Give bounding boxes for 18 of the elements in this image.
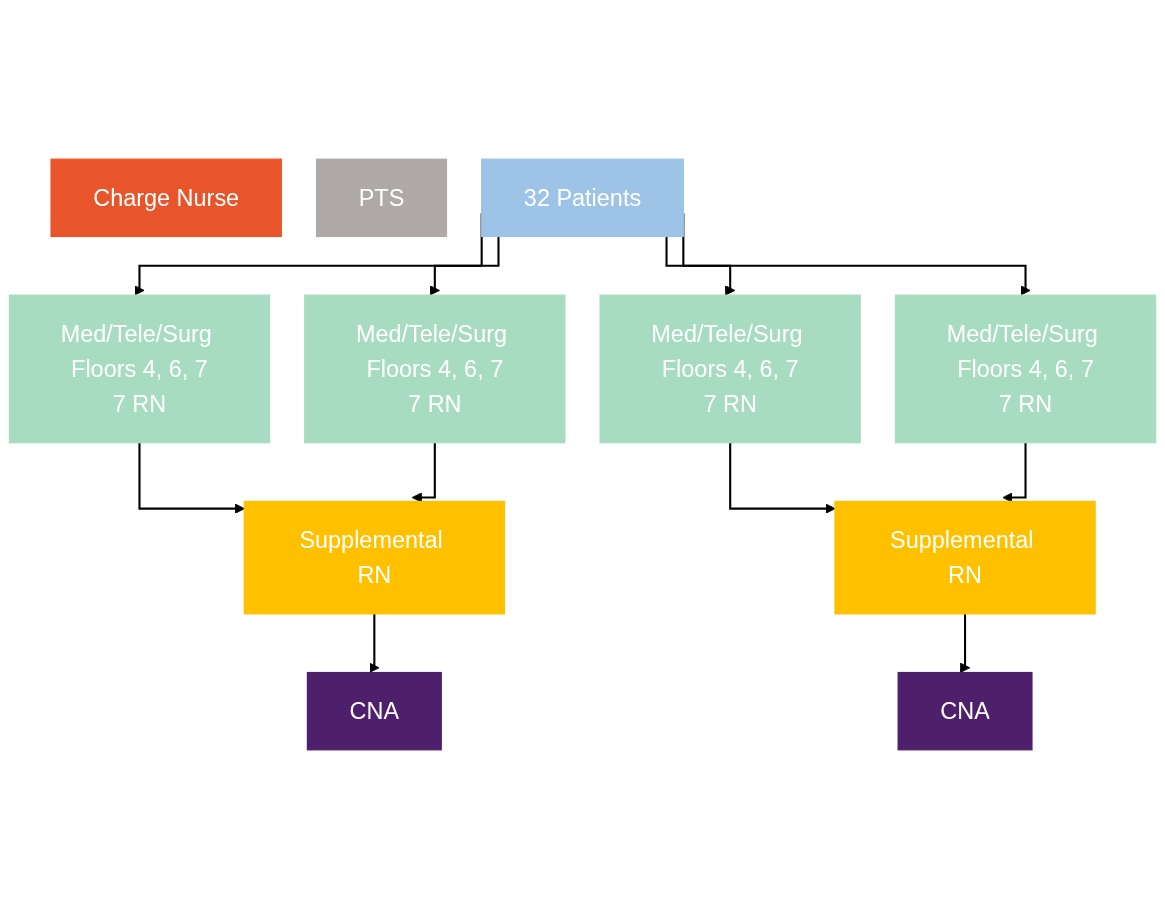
node-box: CNA [897, 671, 1033, 751]
node-box: CNA [306, 671, 442, 751]
arrow [369, 613, 380, 673]
node-box: Med/Tele/Surg Floors 4, 6, 7 7 RN [304, 294, 566, 444]
node-box: Med/Tele/Surg Floors 4, 6, 7 7 RN [894, 294, 1157, 444]
arrow [411, 442, 436, 503]
node-box: Med/Tele/Surg Floors 4, 6, 7 7 RN [8, 294, 271, 444]
node-box: Supplemental RN [243, 500, 506, 615]
arrow [429, 236, 500, 296]
arrow [138, 442, 245, 514]
node-box: Supplemental RN [834, 500, 1096, 615]
node-box: 32 Patients [481, 158, 684, 238]
arrow [665, 236, 736, 296]
node-box: PTS [315, 158, 448, 238]
arrow [959, 613, 971, 673]
arrow [1002, 442, 1027, 503]
node-box: Med/Tele/Surg Floors 4, 6, 7 7 RN [599, 294, 861, 444]
node-box: Charge Nurse [50, 158, 282, 238]
